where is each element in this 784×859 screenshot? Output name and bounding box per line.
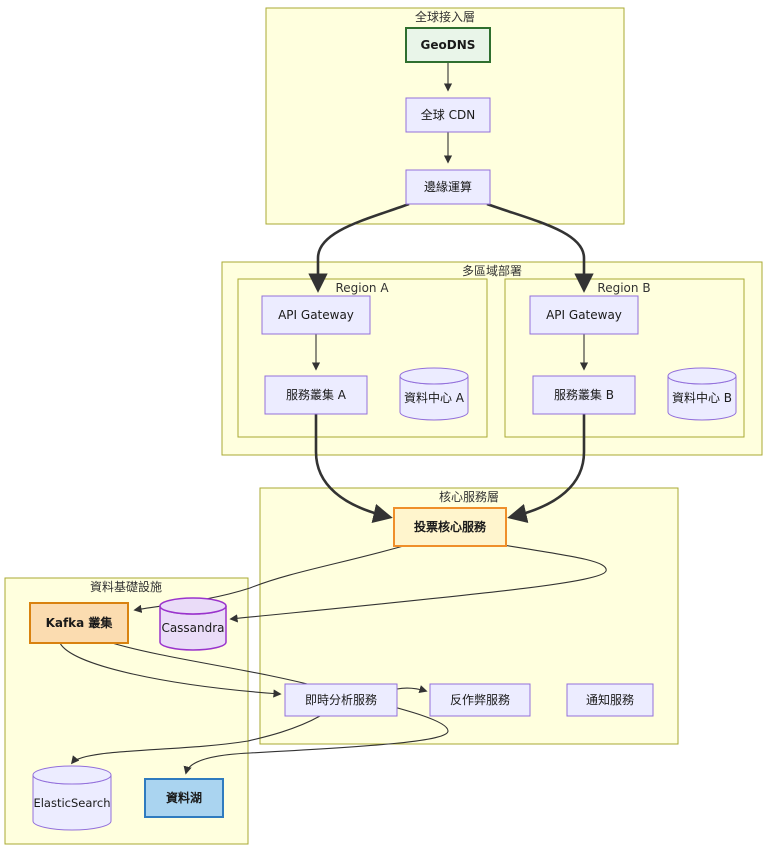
- node-datacenter-a-label: 資料中心 A: [404, 390, 465, 405]
- node-kafka-label: Kafka 叢集: [46, 615, 114, 630]
- node-gateway-b-label: API Gateway: [546, 308, 622, 322]
- edge-edge-compute-gateway-b: [486, 202, 594, 293]
- group-global-access-title: 全球接入層: [415, 9, 475, 24]
- edge-analytics-anticheat: [396, 685, 428, 694]
- node-edge-compute-label: 邊緣運算: [424, 179, 472, 194]
- node-cassandra-label: Cassandra: [161, 621, 224, 635]
- edge-vote-core-cassandra: [229, 544, 607, 623]
- node-geodns: GeoDNS: [405, 27, 491, 63]
- node-cdn: 全球 CDN: [405, 97, 491, 133]
- node-datalake-label: 資料湖: [166, 790, 202, 805]
- node-notify-label: 通知服務: [586, 693, 634, 707]
- node-elasticsearch-label: ElasticSearch: [33, 796, 110, 810]
- edge-analytics-elasticsearch: [70, 715, 321, 765]
- node-edge-compute: 邊緣運算: [405, 169, 491, 205]
- group-multi-region-title: 多區域部署: [462, 263, 522, 278]
- group-core-services-title: 核心服務層: [439, 490, 499, 504]
- node-datalake: 資料湖: [144, 778, 224, 818]
- node-elasticsearch: ElasticSearch: [32, 765, 112, 831]
- node-kafka: Kafka 叢集: [29, 602, 129, 644]
- node-gateway-a-label: API Gateway: [278, 308, 354, 322]
- group-data-infra-title: 資料基礎設施: [90, 579, 162, 594]
- node-notify: 通知服務: [566, 683, 654, 717]
- node-cluster-b: 服務叢集 B: [532, 375, 636, 415]
- node-datacenter-b-label: 資料中心 B: [672, 390, 732, 405]
- node-anticheat: 反作弊服務: [429, 683, 531, 717]
- node-datacenter-b: 資料中心 B: [667, 367, 737, 421]
- node-cluster-a: 服務叢集 A: [264, 375, 368, 415]
- edge-kafka-analytics: [59, 642, 282, 698]
- edge-cluster-b-vote-core: [507, 414, 586, 523]
- node-cdn-label: 全球 CDN: [421, 107, 475, 122]
- node-vote-core-label: 投票核心服務: [414, 519, 487, 534]
- node-analytics: 即時分析服務: [284, 683, 398, 717]
- group-region-b-title: Region B: [597, 281, 650, 295]
- node-anticheat-label: 反作弊服務: [450, 692, 510, 707]
- node-cluster-b-label: 服務叢集 B: [554, 387, 614, 402]
- node-analytics-label: 即時分析服務: [305, 693, 377, 707]
- group-region-a-title: Region A: [335, 281, 389, 295]
- edge-edge-compute-gateway-a: [308, 202, 410, 293]
- edge-kafka-datalake: [111, 642, 449, 775]
- node-gateway-b: API Gateway: [529, 295, 639, 335]
- node-geodns-label: GeoDNS: [421, 38, 476, 52]
- node-cassandra: Cassandra: [159, 597, 227, 651]
- node-cluster-a-label: 服務叢集 A: [286, 387, 347, 402]
- node-gateway-a: API Gateway: [261, 295, 371, 335]
- node-vote-core: 投票核心服務: [393, 507, 507, 547]
- node-datacenter-a: 資料中心 A: [399, 367, 469, 421]
- edge-cluster-a-vote-core: [314, 414, 393, 523]
